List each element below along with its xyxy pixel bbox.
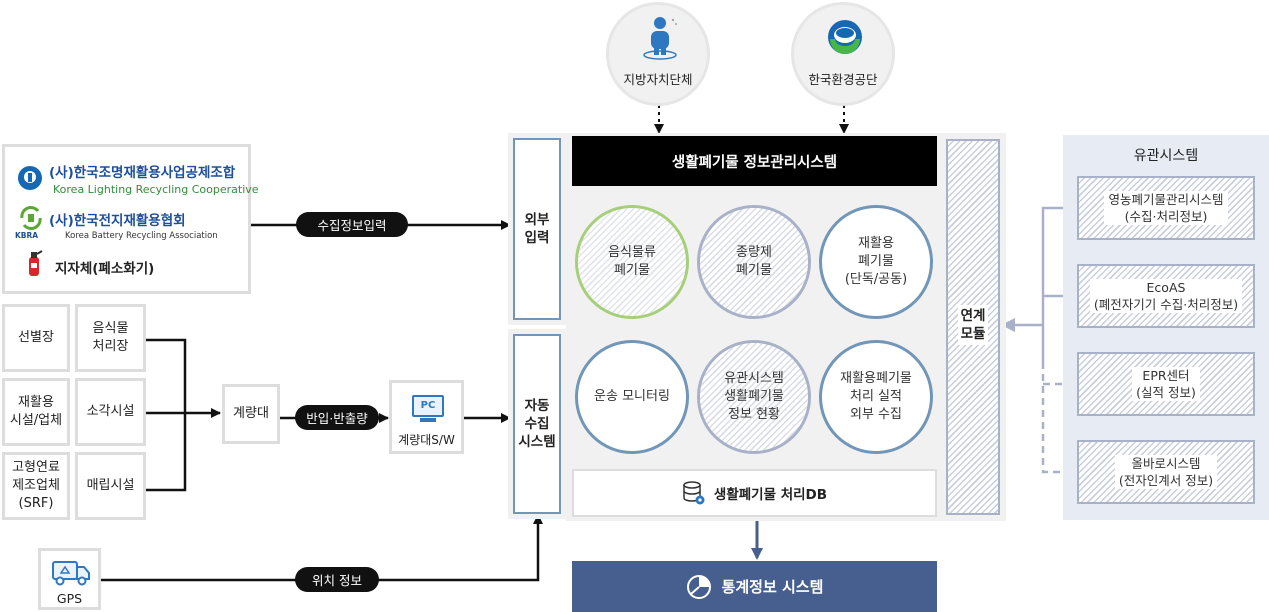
in-out-pill: 반입·반출량: [295, 405, 379, 430]
related-item-agri-label: 영농폐기물관리시스템 (수집·처리정보): [1104, 191, 1228, 225]
circle-transport-monitoring: 운송 모니터링: [575, 340, 689, 454]
circle-related-status: 유관시스템 생활폐기물 정보 현황: [697, 340, 811, 454]
related-item-epr: EPR센터 (실적 정보): [1077, 352, 1255, 416]
local-gov-node: 지방자치단체: [606, 2, 710, 106]
facility-incineration: 소각시설: [75, 378, 146, 446]
gps-label: GPS: [56, 591, 83, 606]
main-system-title: 생활폐기물 정보관리시스템: [572, 136, 937, 186]
db-box: 생활폐기물 처리DB: [572, 469, 937, 517]
kbra-logo-text: KBRA: [15, 231, 39, 240]
facility-sorting: 선별장: [2, 304, 70, 372]
auto-collect-box: 자동 수집 시스템: [513, 334, 561, 514]
facility-recycling: 재활용 시설/업체: [2, 378, 70, 446]
org2-name: (사)한국전지재활용협회: [49, 213, 186, 229]
pc-stand: [420, 418, 436, 422]
org1-name: (사)한국조명재활용사업공제조합: [49, 165, 236, 181]
org1-subtitle: Korea Lighting Recycling Cooperative: [53, 183, 259, 196]
stats-system-label: 통계정보 시스템: [721, 578, 824, 596]
related-item-epr-label: EPR센터 (실적 정보): [1132, 367, 1200, 401]
person-icon: [643, 17, 677, 60]
related-item-allbaro-label: 올바로시스템 (전자인계서 정보): [1114, 455, 1218, 489]
bracket-facilities: [146, 338, 187, 492]
pc-label: 계량대S/W: [398, 433, 455, 447]
truck-icon: [52, 561, 90, 586]
db-label: 생활폐기물 처리DB: [713, 487, 828, 503]
related-item-allbaro: 올바로시스템 (전자인계서 정보): [1077, 440, 1255, 504]
keco-node: 한국환경공단: [791, 2, 895, 106]
battery-recycle-icon: [20, 206, 42, 230]
facility-srf: 고형연료 제조업체 (SRF): [2, 452, 70, 520]
collect-input-pill: 수집정보입력: [296, 212, 408, 237]
main-system-panel: [566, 133, 942, 521]
pc-box: PC 계량대S/W: [389, 380, 464, 454]
facility-food: 음식물 처리장: [75, 304, 146, 372]
circle-volume-waste: 종량제 폐기물: [697, 205, 811, 319]
lighting-logo-icon: [18, 166, 42, 190]
external-input-box: 외부 입력: [513, 138, 561, 320]
related-item-agri: 영농폐기물관리시스템 (수집·처리정보): [1077, 176, 1255, 240]
weighbridge-box: 계량대: [222, 384, 280, 444]
keco-label: 한국환경공단: [808, 72, 878, 87]
related-item-ecoas: EcoAS (폐전자기기 수집·처리정보): [1077, 264, 1255, 328]
circle-recycle-waste: 재활용 폐기물 (단독/공동): [819, 205, 933, 319]
location-pill: 위치 정보: [295, 567, 379, 592]
pie-chart-icon: [686, 574, 711, 599]
org-sources-box: (사)한국조명재활용사업공제조합 Korea Lighting Recyclin…: [2, 144, 259, 294]
facility-landfill: 매립시설: [75, 452, 146, 520]
circle-food-waste-label: 음식물류 폐기물: [608, 245, 656, 278]
circle-related-status-label: 유관시스템 생활폐기물 정보 현황: [724, 371, 784, 422]
link-module-label: 연계 모듈: [946, 300, 1000, 350]
local-gov-label: 지방자치단체: [623, 72, 693, 87]
related-item-ecoas-label: EcoAS (폐전자기기 수집·처리정보): [1089, 279, 1243, 313]
gps-box: GPS: [38, 548, 101, 610]
fire-extinguisher-icon: [29, 250, 43, 276]
related-systems-title: 유관시스템: [1133, 148, 1199, 164]
org3-name: 지자체(폐소화기): [55, 261, 155, 277]
circle-volume-waste-label: 종량제 폐기물: [736, 245, 772, 278]
arrow-gps-to-auto: [101, 514, 543, 582]
org2-subtitle: Korea Battery Recycling Association: [65, 231, 218, 241]
circle-food-waste: 음식물류 폐기물: [575, 205, 689, 319]
keco-logo-icon: [828, 20, 862, 54]
stats-system-bar: 통계정보 시스템: [572, 561, 937, 612]
pc-monitor-icon: PC: [412, 395, 444, 417]
circle-recycle-results: 재활용폐기물 처리 실적 외부 수집: [819, 340, 933, 454]
database-icon: [683, 481, 705, 505]
